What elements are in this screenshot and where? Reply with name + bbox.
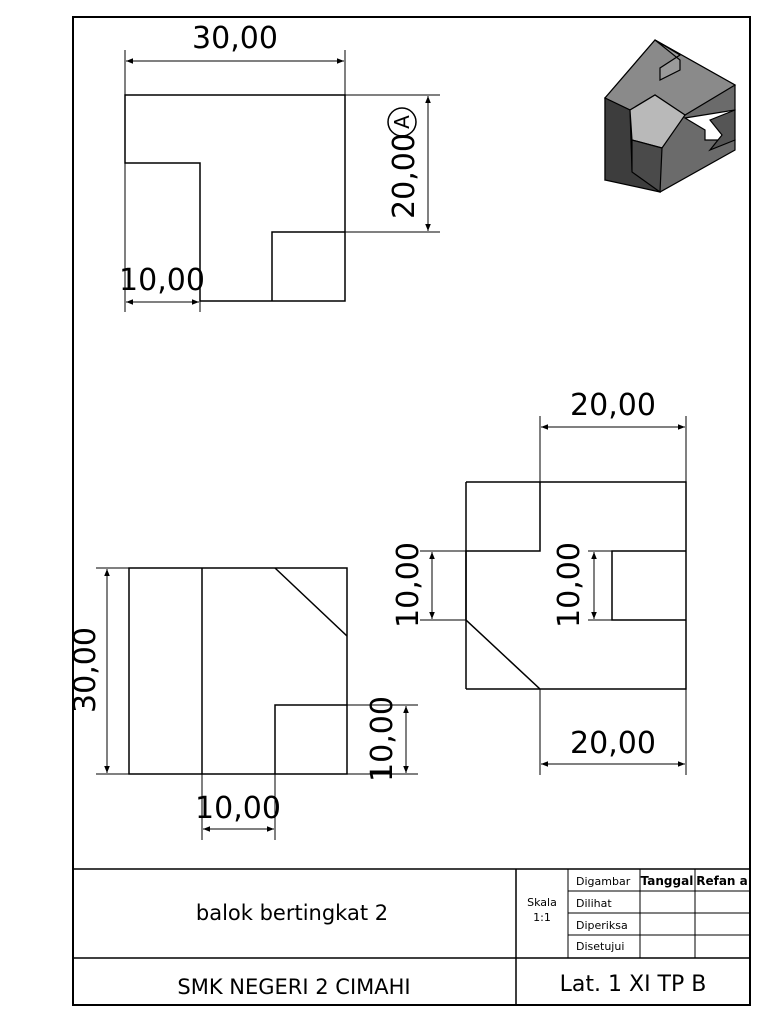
front-view-step: [274, 704, 347, 774]
dim-side-left-notch: 10,00: [391, 542, 426, 628]
row-diperiksa: Diperiksa: [576, 919, 628, 932]
dim-front-height: 30,00: [68, 627, 103, 713]
dim-front-step-width: 10,00: [195, 791, 281, 826]
scale-value: 1:1: [533, 911, 551, 924]
row-digambar: Digambar: [576, 875, 631, 888]
side-view-outline: [465, 481, 687, 690]
col-tanggal: Tanggal: [641, 874, 694, 888]
title-block: [73, 868, 750, 1005]
front-view: [128, 567, 348, 775]
top-view-dimensions: [124, 50, 440, 312]
side-view-dimensions: [420, 416, 687, 775]
iso-slot: [708, 109, 736, 152]
school-name: SMK NEGERI 2 CIMAHI: [177, 975, 410, 999]
col-name: Refan a: [696, 874, 748, 888]
datum-circle: [387, 107, 417, 137]
dim-top-width: 30,00: [192, 21, 278, 56]
dim-front-step-height: 10,00: [365, 696, 400, 782]
isometric-view: [604, 39, 737, 194]
side-view: [465, 481, 687, 690]
iso-step-face: [631, 139, 663, 194]
front-view-outline: [128, 567, 348, 775]
scale-label: Skala: [527, 896, 557, 909]
dim-top-height: 20,00: [387, 133, 422, 219]
side-view-slot: [611, 550, 686, 621]
class-code: Lat. 1 XI TP B: [560, 972, 707, 997]
datum-marker: A: [390, 115, 414, 129]
sheet-border: [72, 16, 751, 1006]
front-view-slope: [274, 567, 348, 637]
drawing-title: balok bertingkat 2: [196, 901, 388, 925]
dim-side-width-top: 20,00: [570, 388, 656, 423]
dim-top-notch: 10,00: [119, 263, 205, 298]
row-dilihat: Dilihat: [576, 897, 612, 910]
front-view-dimensions: [96, 567, 418, 840]
row-disetujui: Disetujui: [576, 940, 624, 953]
dim-side-width-bottom: 20,00: [570, 726, 656, 761]
top-view-step-line: [271, 231, 345, 301]
dim-side-right-slot: 10,00: [552, 542, 587, 628]
iso-slope-face: [629, 94, 686, 149]
iso-notch: [654, 39, 682, 81]
